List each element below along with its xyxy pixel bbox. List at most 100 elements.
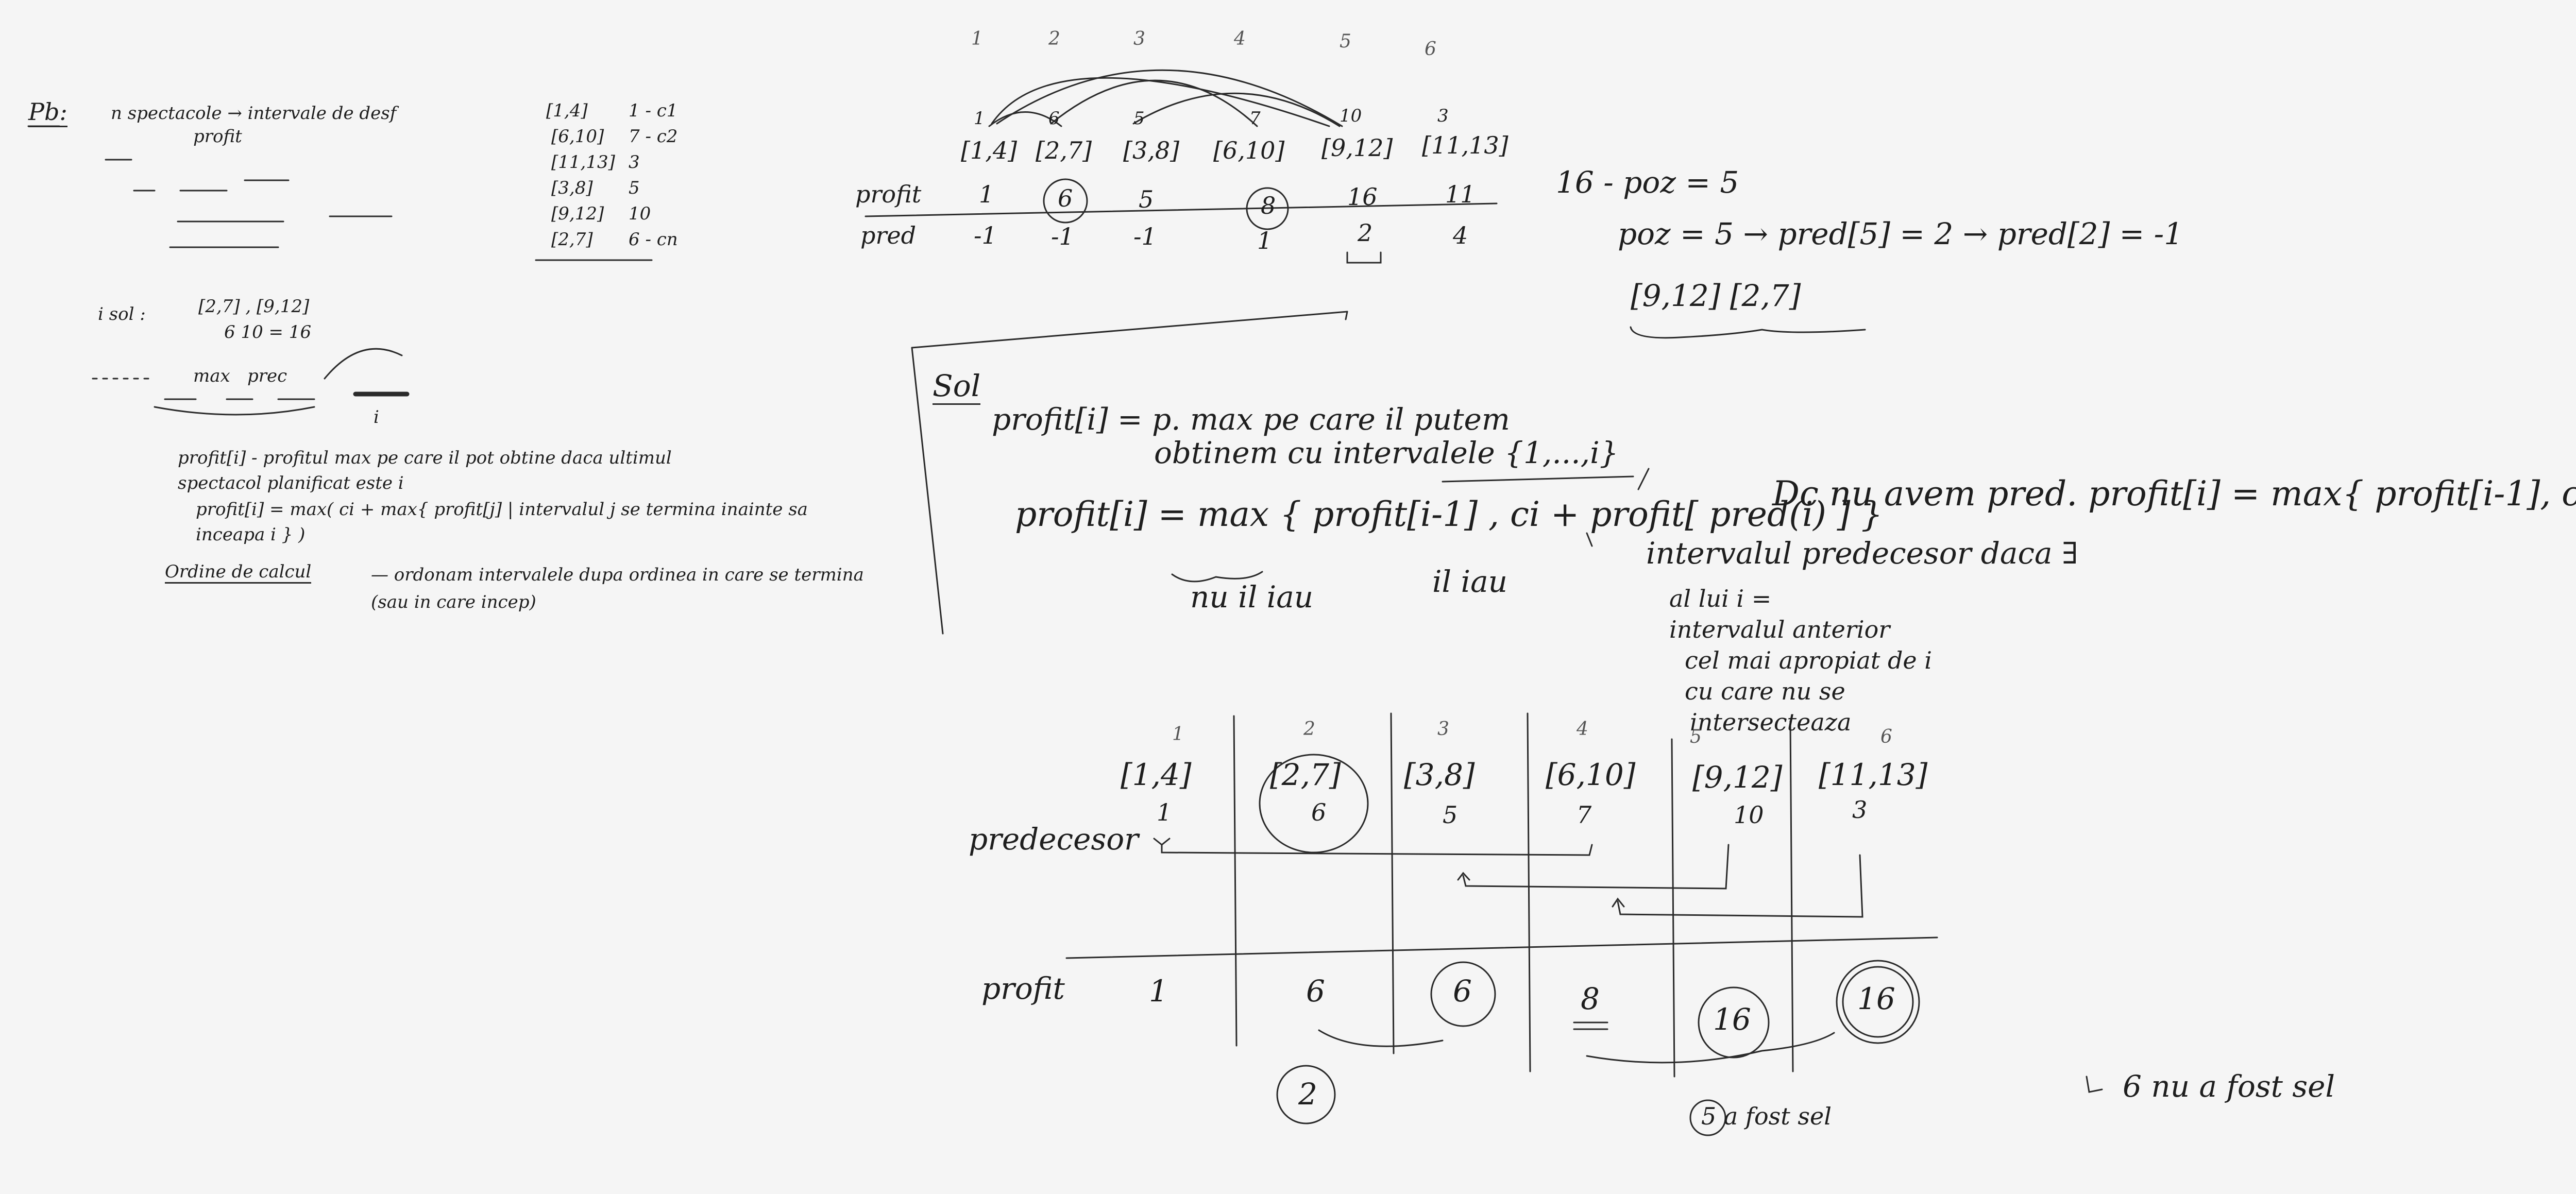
top-cost: 10 [1340,106,1362,126]
sol-def-line-2: obtinem cu intervalele {1,...,i} [1154,435,1619,470]
bottom-interval: [2,7] [1270,757,1341,792]
top-index: 1 [971,28,983,49]
bottom-profit-label: profit [981,971,1065,1006]
top-profit: 8 [1261,192,1276,219]
sol-def-line-1: profit[i] = p. max pe care il putem [992,402,1510,437]
bottom-index: 5 [1690,726,1702,747]
sol-box-label: Sol [933,368,981,405]
sol-no-pred-rule: Dc nu avem pred. profit[i] = max{ profit… [1772,474,2576,514]
bottom-profit: 6 [1306,974,1325,1009]
example-interval: [3,8] [551,178,593,198]
bottom-cost: 3 [1852,796,1868,824]
top-cost: 5 [1133,108,1145,129]
profit-definition: profit[i] - profitul max pe care il pot … [178,448,672,494]
bottom-index: 2 [1303,719,1315,740]
top-interval: [9,12] [1321,134,1393,162]
bottom-cost: 5 [1443,801,1458,829]
top-index: 5 [1340,31,1351,52]
top-profit: 11 [1445,180,1476,208]
not-selected-note-6: 6 nu a fost sel [2123,1069,2335,1104]
top-cost: 7 [1249,108,1261,129]
sol-profits: 6 10 = 16 [224,322,312,343]
bottom-interval: [11,13] [1819,757,1928,792]
sol-il-iau: il iau [1432,564,1508,599]
bottom-interval: [9,12] [1692,760,1783,795]
problem-label: Pb: [28,98,67,127]
top-row-label-pred: pred [860,221,917,249]
selected-note-5: 5 a fost sel [1701,1102,1832,1130]
timeline-label-max: max [193,366,230,386]
sol-note-pred: intervalul predecesor daca ∃ [1646,536,2078,571]
bottom-cost: 1 [1157,798,1172,826]
timeline-label-prec: prec [247,366,287,386]
top-pred: -1 [974,221,997,249]
top-profit: 16 [1347,183,1378,211]
bottom-profit: 16 [1713,1002,1751,1037]
bottom-cost: 7 [1577,801,1592,829]
example-interval: [9,12] [551,203,604,224]
sol-note-line: cel mai apropiat de i [1685,646,1932,674]
example-interval: [11,13] [551,152,615,173]
bottom-interval: [1,4] [1121,757,1192,792]
top-index: 4 [1234,28,1246,49]
example-profit: 6 - cn [629,229,678,250]
bottom-profit: 1 [1149,974,1168,1009]
top-row-label-profit: profit [855,180,922,208]
bottom-interval: [6,10] [1546,757,1636,792]
top-profit: 1 [979,180,994,208]
sol-note-line: al lui i = [1669,585,1772,612]
example-profit: 1 - c1 [629,100,678,121]
order-title: Ordine de calcul [165,561,312,584]
bottom-interval: [3,8] [1404,757,1475,792]
example-profit: 7 - c2 [629,126,678,147]
top-profit: 6 [1058,184,1073,212]
top-interval: [11,13] [1422,131,1509,159]
recurrence-left: profit[i] = max( ci + max{ profit[j] | i… [196,499,808,545]
sol-nu-il-iau: nu il iau [1190,579,1314,615]
top-pred: -1 [1051,223,1074,250]
bottom-profit: 16 [1857,981,1895,1016]
top-cost: 6 [1048,108,1060,129]
circled-note: 2 [1298,1077,1317,1112]
sol-recurrence: profit[i] = max { profit[i-1] , ci + pro… [1015,494,1883,534]
predecesor-label: predecesor [969,822,1139,857]
bottom-index: 1 [1172,724,1184,745]
example-profit: 5 [629,178,640,198]
top-pred: 2 [1358,219,1373,247]
bottom-index: 6 [1880,726,1892,747]
top-pred: -1 [1133,223,1157,250]
bottom-cost: 6 [1311,798,1327,826]
bottom-profit: 6 [1453,974,1472,1009]
bottom-index: 4 [1577,719,1588,740]
top-pred: 1 [1257,227,1273,254]
bottom-cost: 10 [1734,801,1764,829]
example-interval: [6,10] [551,126,604,147]
example-profit: 3 [629,152,640,173]
sol-note-line: intervalul anterior [1669,616,1890,643]
top-index: 6 [1425,39,1436,60]
bottom-profit: 8 [1581,981,1600,1016]
top-index: 2 [1048,28,1060,49]
reconstruction-line-2: poz = 5 → pred[5] = 2 → pred[2] = -1 [1618,216,2183,251]
top-index: 3 [1133,28,1145,49]
top-cost: 1 [974,108,985,129]
sol-intervals: [2,7] , [9,12] [198,296,310,317]
sol-label: i sol : [98,304,146,325]
top-cost: 3 [1437,106,1449,126]
reconstruction-line-1: 16 - poz = 5 [1556,165,1739,200]
top-interval: [1,4] [961,137,1018,164]
example-interval: [1,4] [546,100,588,121]
top-profit: 5 [1139,185,1154,213]
top-interval: [6,10] [1213,137,1285,164]
reconstruction-line-3: [9,12] [2,7] [1631,278,1801,313]
top-interval: [2,7] [1036,137,1092,164]
profit-word: profit [193,126,242,147]
sol-note-line: intersecteaza [1690,708,1852,736]
bottom-index: 3 [1437,719,1449,740]
example-interval: [2,7] [551,229,593,250]
top-interval: [3,8] [1123,137,1180,164]
sol-note-line: cu care nu se [1685,677,1845,705]
order-text: — ordonam intervalele dupa ordinea in ca… [371,565,864,612]
